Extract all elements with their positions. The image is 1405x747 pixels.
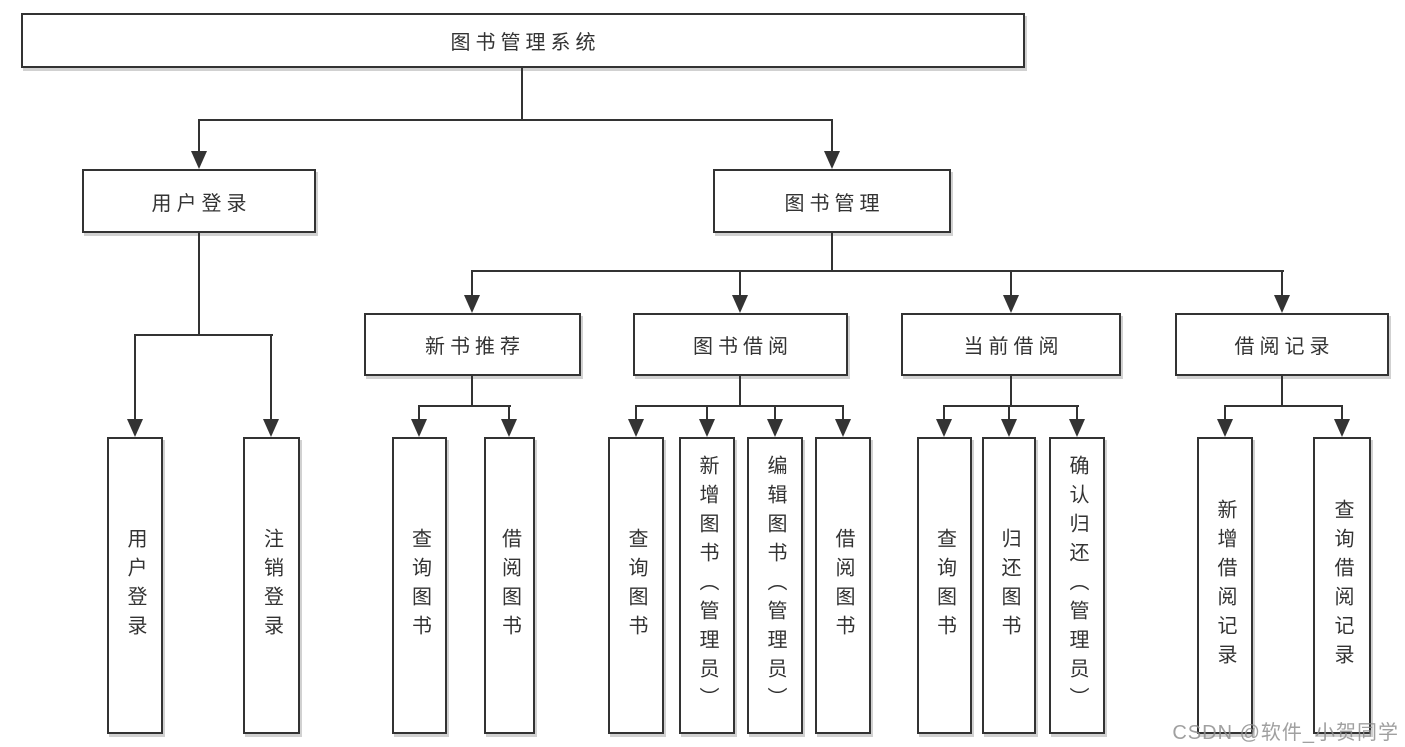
connector-line xyxy=(198,233,200,336)
connector-line xyxy=(198,119,200,152)
node-new-book-recommend: 新书推荐 xyxy=(364,313,581,376)
node-user-login: 用户登录 xyxy=(82,169,316,233)
node-label: 图书管理 xyxy=(784,192,885,215)
connector-line xyxy=(831,233,833,272)
node-label: 图书借阅 xyxy=(693,336,793,358)
node-borrow-records: 借阅记录 xyxy=(1175,313,1389,376)
leaf-label: 借阅图书 xyxy=(498,527,521,644)
node-label: 图书管理系统 xyxy=(450,32,601,54)
arrow-down-icon xyxy=(732,295,748,313)
arrow-down-icon xyxy=(628,419,644,437)
leaf-label: 确认归还（管理员） xyxy=(1066,455,1088,716)
leaf-return-book: 归还图书 xyxy=(982,437,1036,734)
leaf-add-borrow-record: 新增借阅记录 xyxy=(1197,437,1253,734)
node-book-borrow: 图书借阅 xyxy=(633,313,848,376)
connector-line xyxy=(1224,405,1343,407)
connector-line xyxy=(1008,405,1010,421)
leaf-query-books-current: 查询图书 xyxy=(917,437,972,734)
leaf-borrow-books: 借阅图书 xyxy=(815,437,871,734)
node-label: 新书推荐 xyxy=(425,336,525,358)
arrow-down-icon xyxy=(1069,419,1085,437)
arrow-down-icon xyxy=(1217,419,1233,437)
connector-line xyxy=(943,405,1079,407)
node-current-borrow: 当前借阅 xyxy=(901,313,1121,376)
leaf-label: 借阅图书 xyxy=(832,527,854,644)
connector-line xyxy=(1010,270,1012,297)
arrow-down-icon xyxy=(1274,295,1290,313)
leaf-query-books-borrow: 查询图书 xyxy=(608,437,664,734)
leaf-label: 新增借阅记录 xyxy=(1214,498,1236,673)
arrow-down-icon xyxy=(411,419,427,437)
leaf-label: 查询借阅记录 xyxy=(1331,498,1353,673)
leaf-add-book-admin: 新增图书（管理员） xyxy=(679,437,735,734)
node-book-management: 图书管理 xyxy=(713,169,951,233)
node-root-system: 图书管理系统 xyxy=(21,13,1025,68)
connector-line xyxy=(1341,405,1343,421)
connector-line xyxy=(943,405,945,421)
leaf-query-books-recommend: 查询图书 xyxy=(392,437,447,734)
connector-line xyxy=(471,376,473,407)
connector-line xyxy=(1010,376,1012,407)
leaf-label: 编辑图书（管理员） xyxy=(764,455,786,716)
leaf-edit-book-admin: 编辑图书（管理员） xyxy=(747,437,803,734)
connector-line xyxy=(1224,405,1226,421)
arrow-down-icon xyxy=(263,419,279,437)
connector-line xyxy=(739,270,741,297)
connector-line xyxy=(418,405,511,407)
connector-line xyxy=(831,119,833,152)
connector-line xyxy=(635,405,637,421)
connector-line xyxy=(706,405,708,421)
leaf-label: 归还图书 xyxy=(998,527,1020,644)
connector-line xyxy=(134,334,136,421)
csdn-watermark: CSDN @软件_小贺同学 xyxy=(1172,722,1399,744)
leaf-label: 查询图书 xyxy=(408,527,431,644)
leaf-label: 用户登录 xyxy=(124,527,146,644)
leaf-query-borrow-record: 查询借阅记录 xyxy=(1313,437,1371,734)
arrow-down-icon xyxy=(936,419,952,437)
arrow-down-icon xyxy=(501,419,517,437)
connector-line xyxy=(508,405,510,421)
arrow-down-icon xyxy=(767,419,783,437)
connector-line xyxy=(471,270,473,297)
leaf-user-login: 用户登录 xyxy=(107,437,163,734)
connector-line xyxy=(418,405,420,421)
leaf-label: 查询图书 xyxy=(625,527,647,644)
node-label: 借阅记录 xyxy=(1234,336,1335,358)
leaf-label: 注销登录 xyxy=(260,527,283,644)
leaf-label: 新增图书（管理员） xyxy=(696,455,718,716)
connector-line xyxy=(134,334,273,336)
arrow-down-icon xyxy=(464,295,480,313)
arrow-down-icon xyxy=(1003,295,1019,313)
connector-line xyxy=(635,405,844,407)
arrow-down-icon xyxy=(824,151,840,169)
connector-line xyxy=(471,270,1284,272)
connector-line xyxy=(842,405,844,421)
arrow-down-icon xyxy=(1001,419,1017,437)
connector-line xyxy=(198,119,833,121)
arrow-down-icon xyxy=(127,419,143,437)
arrow-down-icon xyxy=(699,419,715,437)
leaf-label: 查询图书 xyxy=(933,527,956,644)
leaf-borrow-books-recommend: 借阅图书 xyxy=(484,437,535,734)
arrow-down-icon xyxy=(191,151,207,169)
leaf-logout: 注销登录 xyxy=(243,437,300,734)
connector-line xyxy=(270,334,272,421)
arrow-down-icon xyxy=(1334,419,1350,437)
connector-line xyxy=(774,405,776,421)
connector-line xyxy=(1281,376,1283,407)
node-label: 用户登录 xyxy=(151,192,252,215)
connector-line xyxy=(1281,270,1283,297)
connector-line xyxy=(739,376,741,407)
arrow-down-icon xyxy=(835,419,851,437)
connector-line xyxy=(1076,405,1078,421)
leaf-confirm-return-admin: 确认归还（管理员） xyxy=(1049,437,1105,734)
connector-line xyxy=(521,68,523,121)
node-label: 当前借阅 xyxy=(963,336,1064,358)
